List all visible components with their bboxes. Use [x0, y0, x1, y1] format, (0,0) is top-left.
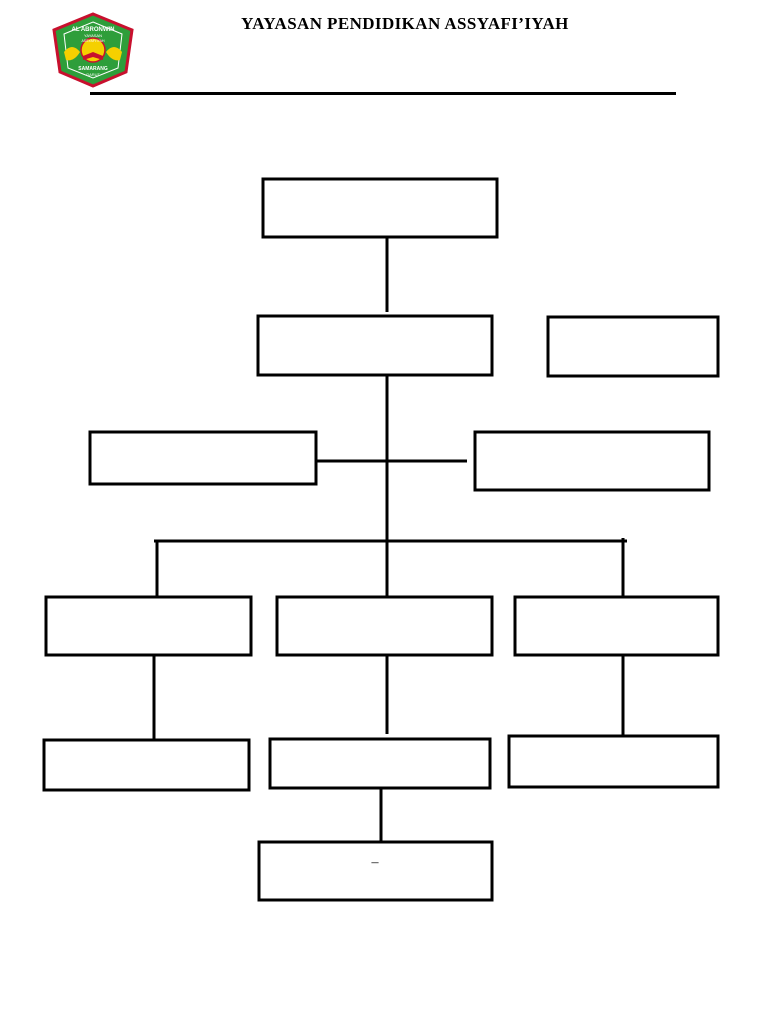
box-top: [261, 177, 499, 239]
logo-mid-text: YAYASAN: [84, 33, 102, 38]
box-level4-right: [513, 595, 720, 657]
box-level4-center: [275, 595, 494, 657]
logo-inner-ring: [63, 21, 123, 79]
logo-bottom-text: SAMARANG: [78, 66, 108, 72]
header-divider: [90, 92, 676, 95]
box-level6-center-label: –: [371, 855, 380, 870]
box-level5-center: [268, 737, 492, 790]
logo-left-wing-icon: [64, 47, 80, 61]
school-logo: AL ABRONWIN YAYASAN ASSYAFI'IYAH SAMARAN…: [52, 12, 134, 88]
box-level5-right: [507, 734, 720, 789]
logo-bottom-text-2: GARUT: [86, 72, 101, 77]
box-level2: [256, 314, 494, 377]
page-title: YAYASAN PENDIDIKAN ASSYAFI’IYAH: [241, 14, 569, 33]
logo-right-wing-icon: [106, 47, 122, 61]
box-level6-center: [257, 840, 494, 902]
box-level2-right: [546, 315, 720, 378]
logo-top-text: AL ABRONWIN: [72, 27, 115, 33]
logo-book-icon: [83, 52, 103, 60]
box-level5-left: [42, 738, 251, 792]
logo-sub-text: ASSYAFI'IYAH: [81, 39, 105, 43]
box-level3-left: [88, 430, 318, 486]
box-level4-left: [44, 595, 253, 657]
box-level3-right: [473, 430, 711, 492]
